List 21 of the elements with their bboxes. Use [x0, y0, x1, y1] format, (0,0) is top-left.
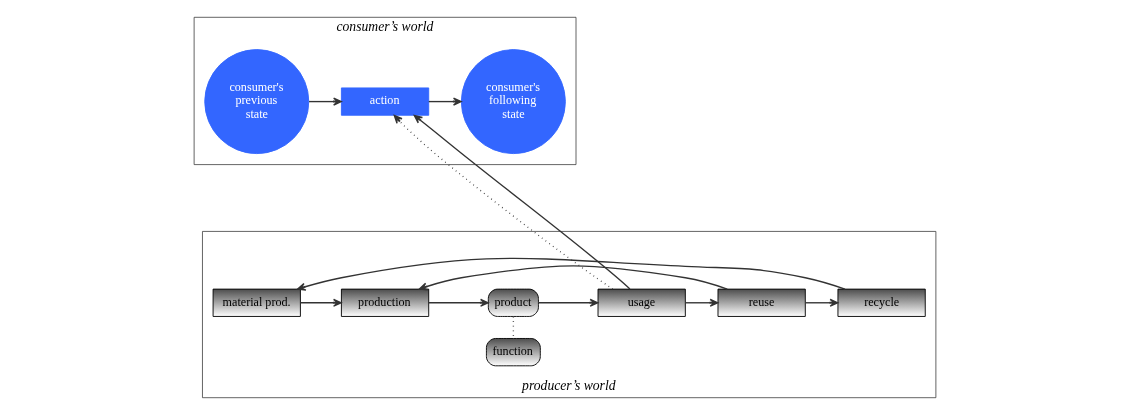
node-box: product: [487, 288, 539, 317]
arrow: [427, 97, 462, 106]
arrow: [413, 114, 631, 290]
node-box: usage: [597, 288, 686, 317]
arrow: [684, 298, 718, 307]
node-circle: consumer's following state: [460, 49, 566, 155]
node-box: production: [340, 288, 429, 317]
arrow: [393, 114, 613, 290]
node-box: function: [485, 338, 541, 367]
arrow: [537, 298, 598, 307]
arrow: [296, 257, 846, 291]
arrow: [427, 298, 489, 307]
arrow: [418, 265, 728, 291]
node-box: action: [340, 87, 429, 116]
node-box: reuse: [717, 288, 806, 317]
arrow: [804, 298, 838, 307]
node-box: material prod.: [212, 288, 301, 317]
node-box: recycle: [837, 288, 926, 317]
arrow: [307, 97, 342, 106]
arrow: [299, 298, 342, 307]
node-circle: consumer's previous state: [203, 49, 309, 155]
